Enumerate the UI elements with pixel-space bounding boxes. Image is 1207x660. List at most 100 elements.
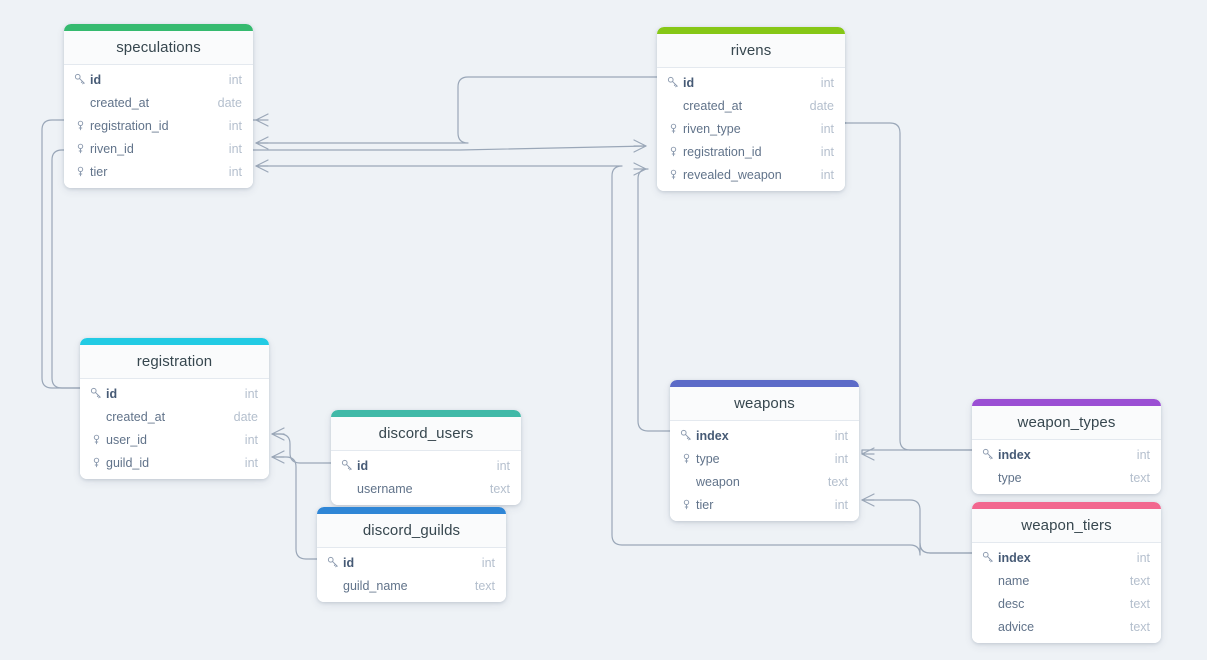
foreign-key-icon (666, 168, 681, 182)
field-icon-none (981, 620, 996, 634)
field-type: int (244, 455, 258, 470)
foreign-key-icon (679, 498, 694, 512)
field-name: riven_type (683, 121, 741, 136)
key-icon (981, 551, 996, 565)
edge-discord-guilds-registration (271, 450, 318, 560)
table-title: discord_users (331, 417, 521, 451)
field-name: id (90, 72, 102, 87)
field-name: id (357, 458, 369, 473)
field-name: registration_id (683, 144, 762, 159)
field-icon-none (679, 475, 694, 489)
foreign-key-icon (666, 145, 681, 159)
field-type: int (228, 164, 242, 179)
table-accent-bar (670, 380, 859, 387)
field-name: type (998, 470, 1022, 485)
field-icon-none (981, 597, 996, 611)
table-title: weapon_tiers (972, 509, 1161, 543)
field-row[interactable]: registration_id int (64, 114, 253, 137)
field-name: desc (998, 596, 1025, 611)
foreign-key-icon (89, 433, 104, 447)
field-icon-none (326, 579, 341, 593)
table-accent-bar (972, 399, 1161, 406)
key-icon (89, 387, 104, 401)
field-type: text (827, 474, 848, 489)
edge-weapon-tiers-weapons (861, 493, 973, 554)
field-type: text (1129, 596, 1150, 611)
field-type: int (481, 555, 495, 570)
table-accent-bar (317, 507, 506, 514)
foreign-key-icon (73, 165, 88, 179)
field-name: username (357, 481, 413, 496)
field-row[interactable]: advice text (972, 615, 1161, 638)
field-icon-none (981, 574, 996, 588)
field-row[interactable]: weapon text (670, 470, 859, 493)
foreign-key-icon (89, 456, 104, 470)
edge-discord-users-registration (271, 427, 332, 464)
foreign-key-icon (73, 142, 88, 156)
field-type: text (1129, 470, 1150, 485)
field-name: advice (998, 619, 1035, 634)
field-row[interactable]: tier int (64, 160, 253, 183)
field-type: int (228, 118, 242, 133)
table-title: weapons (670, 387, 859, 421)
field-icon-none (981, 471, 996, 485)
field-name: registration_id (90, 118, 169, 133)
field-name: index (998, 550, 1031, 565)
field-row[interactable]: id int (64, 68, 253, 91)
table-title: rivens (657, 34, 845, 68)
key-icon (981, 448, 996, 462)
field-type: date (809, 98, 834, 113)
field-row[interactable]: desc text (972, 592, 1161, 615)
field-name: name (998, 573, 1030, 588)
field-type: int (834, 451, 848, 466)
field-name: tier (90, 164, 108, 179)
field-row[interactable]: type int (670, 447, 859, 470)
field-type: int (834, 497, 848, 512)
field-name: guild_id (106, 455, 150, 470)
foreign-key-icon (679, 452, 694, 466)
field-row[interactable]: guild_id int (80, 451, 269, 474)
field-name: type (696, 451, 720, 466)
field-row[interactable]: username text (331, 477, 521, 500)
field-name: weapon (696, 474, 740, 489)
field-row[interactable]: type text (972, 466, 1161, 489)
field-type: text (1129, 619, 1150, 634)
field-type: int (228, 72, 242, 87)
field-name: user_id (106, 432, 147, 447)
field-name: created_at (106, 409, 166, 424)
field-type: text (489, 481, 510, 496)
field-type: int (228, 141, 242, 156)
field-name: index (696, 428, 729, 443)
table-title: discord_guilds (317, 514, 506, 548)
